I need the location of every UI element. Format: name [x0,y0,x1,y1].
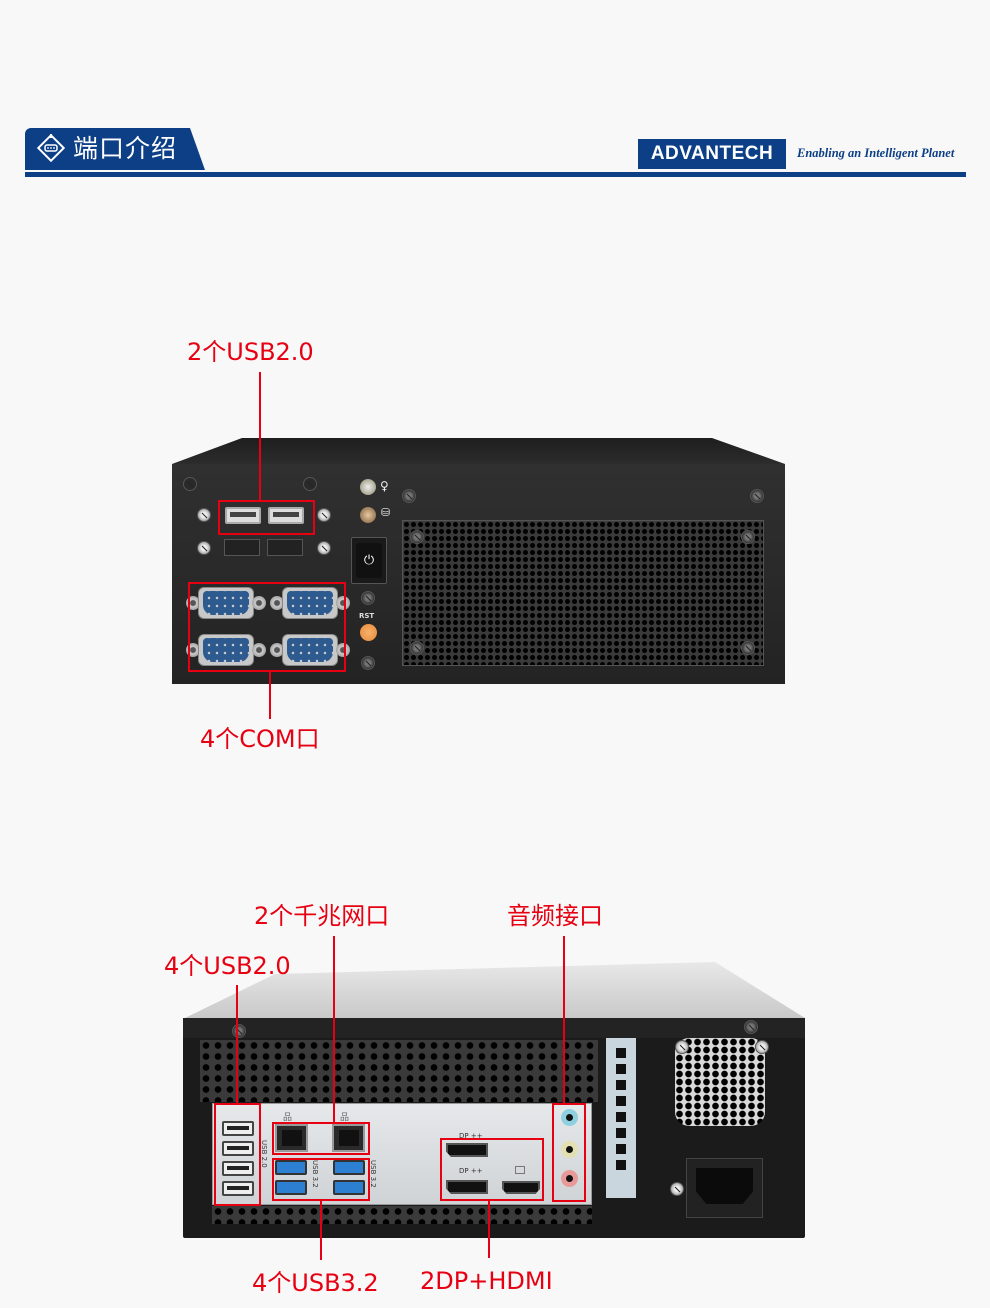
rear-usb2-port [222,1181,254,1196]
highlight-rear-usb3 [272,1158,370,1201]
screw-icon [303,477,317,491]
bracket-vent [616,1064,626,1074]
hdmi-port [502,1181,540,1194]
bracket-vent [616,1096,626,1106]
network-icon: 品 [340,1113,350,1123]
network-icon: 品 [283,1113,293,1123]
screw-icon [402,489,416,503]
bracket-vent [616,1112,626,1122]
rear-usb3-port [333,1160,365,1175]
screw-icon [317,541,331,555]
screw-icon [197,541,211,555]
chassis-top-edge [172,438,785,464]
chassis-rail [183,1018,805,1038]
port-connector-icon [37,134,65,162]
screw-icon [197,508,211,522]
screw-icon [317,508,331,522]
bracket-vent [616,1160,626,1170]
front-usb2-port [268,507,304,524]
dp-label: DP ++ [459,1167,483,1175]
displayport [446,1143,488,1157]
screw-icon [183,477,197,491]
screw-icon [232,1024,246,1038]
callout-rear-usb2: 4个USB2.0 [164,952,291,980]
front-vent-grille [402,520,764,666]
section-header-tab [25,128,205,170]
front-usb2-port [225,507,261,524]
hdd-led [360,507,376,523]
usb3-label: USB 3.2 [369,1160,377,1188]
bracket-vent [616,1048,626,1058]
callout-leader-line [320,1201,322,1260]
rear-lan-port [275,1124,308,1152]
section-title: 端口介绍 [73,134,178,163]
screw-icon [410,641,424,655]
line-in-jack [561,1109,578,1126]
highlight-rear-display [440,1138,544,1201]
screw-icon [361,656,375,670]
mic-jack [561,1170,578,1187]
reset-button[interactable] [360,624,377,641]
callout-front-com: 4个COM口 [200,725,320,753]
lightbulb-icon: ♀ [380,479,389,493]
rear-usb2-port [222,1141,254,1156]
highlight-rear-lan [272,1122,370,1155]
rear-usb2-port [222,1121,254,1136]
com-port [270,634,350,666]
highlight-rear-audio [552,1103,586,1202]
callout-leader-line [333,936,335,1122]
hdd-icon: ⛁ [381,506,391,519]
monitor-icon [515,1166,525,1174]
callout-leader-line [269,672,271,719]
screw-icon [741,530,755,544]
highlight-rear-usb2 [214,1103,261,1206]
callout-rear-lan: 2个千兆网口 [254,902,390,930]
callout-leader-line [236,985,238,1103]
displayport [446,1180,488,1194]
screw-icon [755,1040,769,1054]
highlight-front-usb [218,500,315,535]
callout-leader-line [563,936,565,1103]
rear-vent [212,1206,592,1224]
dp-label: DP ++ [459,1132,483,1140]
rear-usb3-port [333,1180,365,1195]
callout-rear-usb3: 4个USB3.2 [252,1269,379,1297]
highlight-front-com [188,582,346,672]
header-divider [25,172,966,177]
power-led [360,479,376,495]
screw-icon [361,591,375,605]
screw-icon [670,1182,684,1196]
brand-slogan: Enabling an Intelligent Planet [797,146,955,160]
callout-leader-line [488,1201,490,1258]
line-out-jack [561,1141,578,1158]
callout-rear-display: 2DP+HDMI [420,1267,553,1295]
rear-lan-port [332,1124,365,1152]
rear-usb3-port [275,1160,307,1175]
callout-leader-line [259,372,261,502]
fan-grille [675,1038,765,1126]
screw-icon [744,1020,758,1034]
rear-vent [200,1040,598,1102]
blank-slot [224,539,260,556]
ac-power-inlet [696,1168,753,1204]
power-icon: ⏻ [363,553,375,568]
blank-slot [267,539,303,556]
advantech-logo: ADVANTECH [638,139,786,169]
screw-icon [741,641,755,655]
bracket-vent [616,1128,626,1138]
screw-icon [675,1040,689,1054]
reset-label: RST [359,612,375,620]
com-port [270,587,350,619]
callout-front-usb: 2个USB2.0 [187,338,314,366]
bracket-vent [616,1080,626,1090]
callout-rear-audio: 音频接口 [507,902,603,930]
rear-usb3-port [275,1180,307,1195]
usb2-label: USB 2.0 [260,1140,268,1168]
rear-usb2-port [222,1161,254,1176]
com-port [186,634,266,666]
screw-icon [750,489,764,503]
bracket-vent [616,1144,626,1154]
screw-icon [410,530,424,544]
power-switch[interactable]: ⏻ [356,543,382,578]
